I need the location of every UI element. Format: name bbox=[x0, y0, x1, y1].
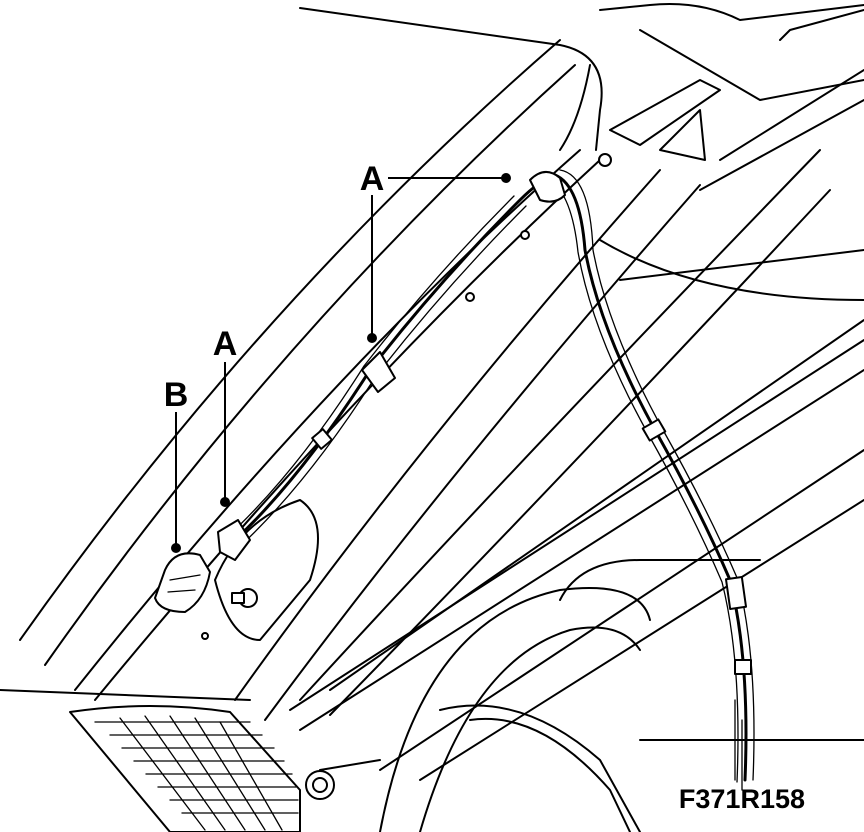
harness-clip-upper bbox=[529, 171, 566, 203]
callout-a-lower-leader bbox=[220, 362, 230, 507]
wiring-harness bbox=[223, 169, 755, 791]
connector-b-part bbox=[154, 552, 211, 613]
callout-b-leader bbox=[171, 412, 181, 553]
harness-clip-middle bbox=[361, 351, 396, 393]
figure-id: F371R158 bbox=[679, 784, 805, 814]
callout-a-upper-leader bbox=[367, 173, 511, 343]
harness-clip-lower bbox=[217, 519, 251, 561]
callout-b-label: B bbox=[164, 376, 189, 414]
dash-vent-grille bbox=[69, 705, 301, 832]
callout-a-lower-label: A bbox=[213, 325, 238, 363]
mounting-bracket bbox=[214, 499, 319, 641]
callout-a-upper-label: A bbox=[360, 160, 385, 198]
body-panel-outlines bbox=[0, 3, 864, 832]
